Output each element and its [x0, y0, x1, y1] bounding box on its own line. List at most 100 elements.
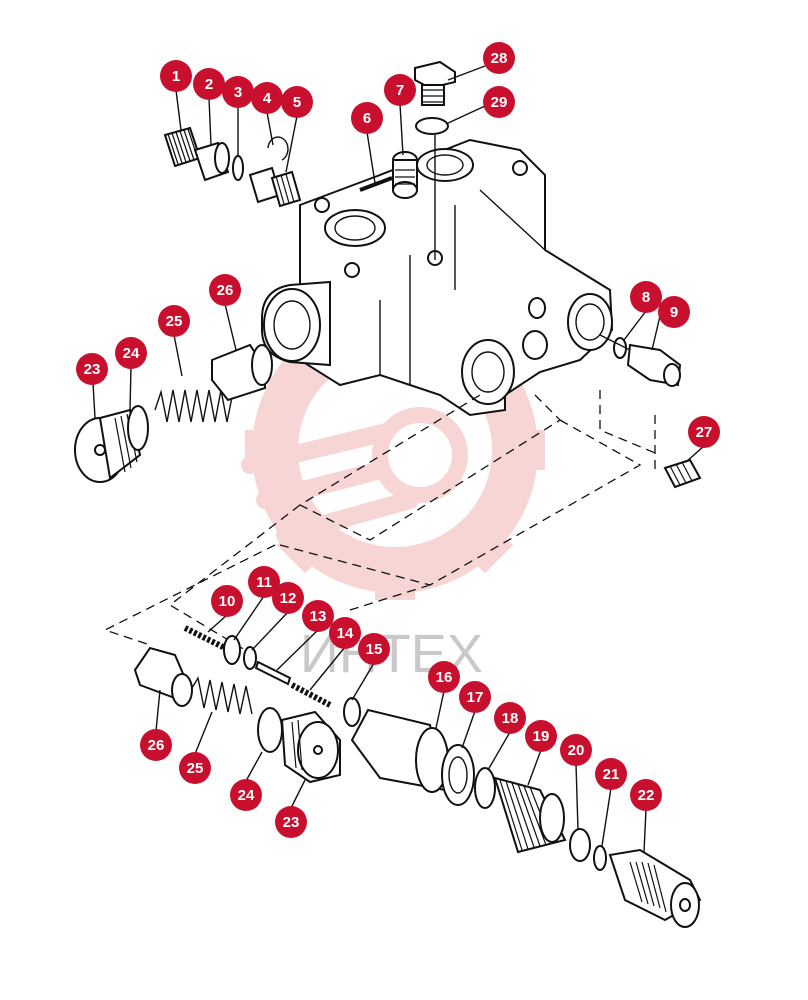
callout-9: 9 [658, 296, 690, 328]
callout-label: 22 [638, 787, 655, 804]
callout-label: 13 [310, 608, 327, 625]
part-8-o-ring [613, 337, 627, 359]
callout-15: 15 [358, 633, 390, 665]
part-27-grub-screw [663, 458, 702, 489]
callout-12: 12 [272, 582, 304, 614]
callout-2: 2 [193, 68, 225, 100]
part-17-lock-nut [441, 744, 475, 806]
callout-label: 1 [172, 68, 180, 85]
callout-label: 24 [238, 787, 255, 804]
part-5-plunger [248, 166, 302, 208]
callout-label: 29 [491, 94, 508, 111]
part-16-sleeve [350, 708, 449, 793]
callout-14: 14 [329, 617, 361, 649]
part-15-o-ring [343, 697, 361, 727]
callout-label: 2 [205, 76, 213, 93]
callout-1: 1 [160, 60, 192, 92]
callout-label: 25 [187, 760, 204, 777]
callout-8: 8 [630, 281, 662, 313]
part-10-spring-stem [183, 625, 227, 651]
callout-5: 5 [281, 86, 313, 118]
callout-4: 4 [251, 82, 283, 114]
part-29-washer [415, 117, 449, 135]
callout-label: 19 [533, 728, 550, 745]
callout-label: 26 [148, 737, 165, 754]
callout-label: 16 [436, 669, 453, 686]
callout-25-upper: 25 [158, 305, 190, 337]
part-14-spring [290, 682, 332, 708]
callout-7: 7 [384, 74, 416, 106]
part-26-piston-upper [211, 343, 273, 402]
callout-label: 15 [366, 641, 383, 658]
part-26-piston-lower [133, 646, 193, 707]
callout-19: 19 [525, 720, 557, 752]
callout-26-lower: 26 [140, 729, 172, 761]
callout-24-lower: 24 [230, 779, 262, 811]
part-18-o-ring [474, 767, 496, 809]
callout-label: 17 [467, 689, 484, 706]
callout-label: 9 [670, 304, 678, 321]
callout-label: 20 [568, 742, 585, 759]
part-23-end-cap-lower [280, 710, 341, 784]
callout-label: 18 [502, 710, 519, 727]
callout-18: 18 [494, 702, 526, 734]
callout-label: 3 [234, 84, 242, 101]
leader-lines [92, 65, 705, 853]
part-1-threaded-plug [163, 126, 202, 168]
callout-28: 28 [483, 42, 515, 74]
callout-label: 28 [491, 50, 508, 67]
callout-22: 22 [630, 779, 662, 811]
part-13-pin [254, 660, 292, 686]
axis-line-9 [599, 334, 631, 351]
callout-11: 11 [248, 566, 280, 598]
part-28-plug [414, 60, 456, 106]
part-22-adjusting-screw [608, 848, 702, 928]
part-7-check-valve [392, 151, 418, 199]
callout-29: 29 [483, 86, 515, 118]
part-2-collar [193, 141, 230, 182]
callout-label: 27 [696, 424, 713, 441]
callout-24-upper: 24 [115, 337, 147, 369]
callout-6: 6 [351, 102, 383, 134]
callout-23-upper: 23 [76, 353, 108, 385]
callout-label: 26 [217, 282, 234, 299]
callout-label: 6 [363, 110, 371, 127]
part-9-hex-plug [626, 343, 682, 387]
valve-body [261, 138, 614, 417]
callout-13: 13 [302, 600, 334, 632]
part-20-collar [569, 828, 591, 862]
callout-3: 3 [222, 76, 254, 108]
callout-21: 21 [595, 758, 627, 790]
callout-label: 23 [84, 361, 101, 378]
callout-16: 16 [428, 661, 460, 693]
callout-label: 5 [293, 94, 301, 111]
part-4-circlip [267, 136, 289, 161]
part-21-o-ring [593, 845, 607, 871]
callout-label: 24 [123, 345, 140, 362]
callout-label: 8 [642, 289, 650, 306]
callout-label: 12 [280, 590, 297, 607]
callout-17: 17 [459, 681, 491, 713]
part-3-o-ring [232, 155, 244, 181]
callout-label: 4 [263, 90, 272, 107]
assembly-dash-lines [103, 390, 661, 651]
callout-label: 11 [256, 574, 272, 591]
part-19-threaded-body [493, 776, 567, 854]
callout-23-lower: 23 [275, 806, 307, 838]
callout-label: 7 [396, 82, 404, 99]
callout-label: 25 [166, 313, 183, 330]
callout-27: 27 [688, 416, 720, 448]
part-24-o-ring-lower [257, 707, 283, 753]
part-25-spring-upper [154, 389, 234, 423]
callout-10: 10 [211, 585, 243, 617]
part-12-o-ring [243, 646, 257, 670]
part-11-washer [223, 635, 241, 665]
part-6-pin [359, 176, 393, 192]
part-24-o-ring-upper [127, 405, 149, 451]
callout-label: 10 [219, 593, 236, 610]
callout-20: 20 [560, 734, 592, 766]
callout-label: 21 [603, 766, 620, 783]
callout-26-upper: 26 [209, 274, 241, 306]
callout-25-lower: 25 [179, 752, 211, 784]
